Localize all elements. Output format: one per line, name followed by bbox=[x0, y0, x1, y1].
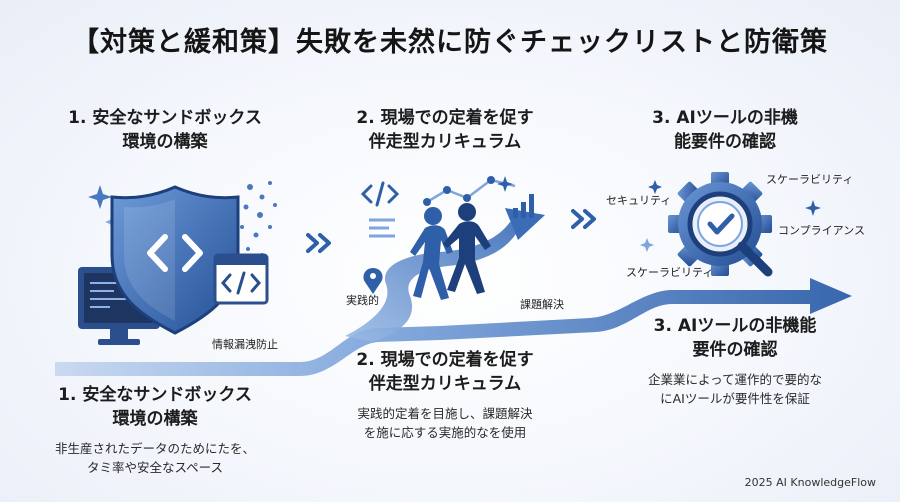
panel-3-label-scalability-bottom: スケーラビリティ bbox=[626, 266, 714, 279]
sparkle-icon bbox=[640, 238, 654, 252]
bottom-1-desc-line2: タミ率や安全なスペース bbox=[86, 460, 223, 475]
bottom-2-desc-line2: を施に応する実施的なを使用 bbox=[363, 425, 527, 440]
panel-3-label-scalability-top: スケーラビリティ bbox=[766, 173, 854, 186]
panel-3-label-compliance: コンプライアンス bbox=[778, 224, 866, 237]
sparkle-icon bbox=[648, 180, 662, 194]
footer-credit: 2025 AI KnowledgeFlow bbox=[744, 476, 876, 489]
bottom-2-title-line1: 2. 現場での定着を促す bbox=[356, 350, 534, 370]
panel-2-title: 2. 現場での定着を促す 伴走型カリキュラム bbox=[320, 106, 570, 154]
walking-people-icon bbox=[360, 176, 534, 300]
bottom-1-desc-line1: 非生産されたデータのためにたを、 bbox=[54, 441, 255, 456]
bottom-3-desc-line2: にAIツールが要件性を保証 bbox=[660, 391, 810, 406]
sparkle-icon bbox=[805, 200, 821, 216]
panel-1-title-line1: 1. 安全なサンドボックス bbox=[68, 108, 262, 128]
panel-1-title-line2: 環境の構築 bbox=[122, 132, 208, 152]
panel-2-title-line2: 伴走型カリキュラム bbox=[368, 132, 522, 152]
panel-3-title: 3. AIツールの非機 能要件の確認 bbox=[600, 106, 850, 154]
panel-2-label-left: 実践的 bbox=[346, 294, 379, 307]
bottom-section-1: 1. 安全なサンドボックス 環境の構築 非生産されたデータのためにたを、 タミ率… bbox=[20, 383, 290, 477]
chevron-right-icon bbox=[306, 233, 331, 253]
bottom-2-title-line2: 伴走型カリキュラム bbox=[368, 374, 522, 394]
shield-code-icon bbox=[78, 181, 277, 345]
panel-2-label-right: 課題解決 bbox=[520, 298, 564, 311]
panel-1-title: 1. 安全なサンドボックス 環境の構築 bbox=[40, 106, 290, 154]
bottom-3-title-line1: 3. AIツールの非機能 bbox=[653, 316, 817, 336]
bottom-1-title-line1: 1. 安全なサンドボックス bbox=[58, 385, 252, 405]
bottom-2-desc-line1: 実践的定着を目施し、課題解決 bbox=[357, 406, 533, 421]
bottom-3-title-line2: 要件の確認 bbox=[692, 340, 778, 360]
bottom-1-title-line2: 環境の構築 bbox=[112, 409, 198, 429]
panel-1-caption: 情報漏洩防止 bbox=[212, 338, 278, 351]
panel-2-title-line1: 2. 現場での定着を促す bbox=[356, 108, 534, 128]
bottom-section-2: 2. 現場での定着を促す 伴走型カリキュラム 実践的定着を目施し、課題解決 を施… bbox=[315, 348, 575, 442]
bottom-section-3: 3. AIツールの非機能 要件の確認 企業業によって運作的で要的な にAIツール… bbox=[605, 314, 865, 408]
panel-3-title-line2: 能要件の確認 bbox=[674, 132, 776, 152]
page-title: 【対策と緩和策】失敗を未然に防ぐチェックリストと防衛策 bbox=[72, 27, 828, 58]
panel-3-label-security: セキュリティ bbox=[606, 194, 672, 207]
panel-3-title-line1: 3. AIツールの非機 bbox=[652, 108, 798, 128]
bottom-3-desc-line1: 企業業によって運作的で要的な bbox=[647, 372, 822, 387]
gear-magnifier-icon bbox=[668, 172, 773, 277]
chevron-right-icon bbox=[571, 209, 596, 229]
